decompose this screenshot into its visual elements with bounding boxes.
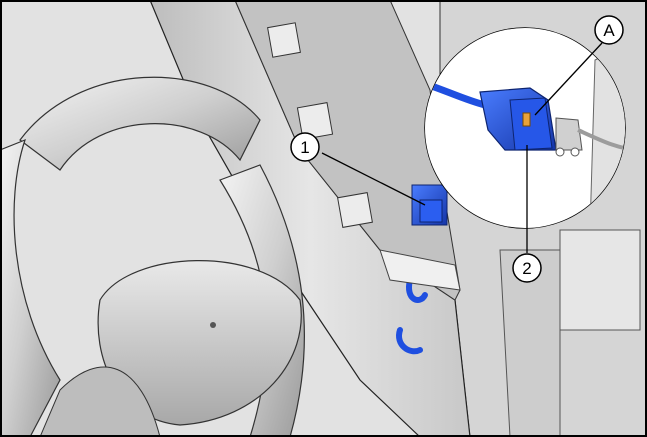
- detail-inset: [424, 27, 626, 229]
- connector-latch: [522, 112, 531, 127]
- callout-2-label: 2: [522, 259, 531, 278]
- steering-wheel-rim-top: [19, 76, 261, 171]
- bracket: [379, 249, 461, 291]
- leader-lines: [321, 42, 603, 253]
- callout-1-label: 1: [300, 138, 309, 157]
- dashboard-pillar: [499, 249, 561, 437]
- steering-wheel-rim-left: [0, 138, 61, 437]
- connector-main-view: [396, 184, 448, 355]
- callout-a-label: A: [603, 21, 615, 40]
- callout-1: 1: [290, 132, 320, 162]
- callout-a: A: [594, 15, 624, 45]
- dashboard-recess: [559, 229, 641, 331]
- hub-detail: [210, 322, 216, 328]
- trim-clips: [267, 22, 373, 228]
- callout-2: 2: [512, 253, 542, 283]
